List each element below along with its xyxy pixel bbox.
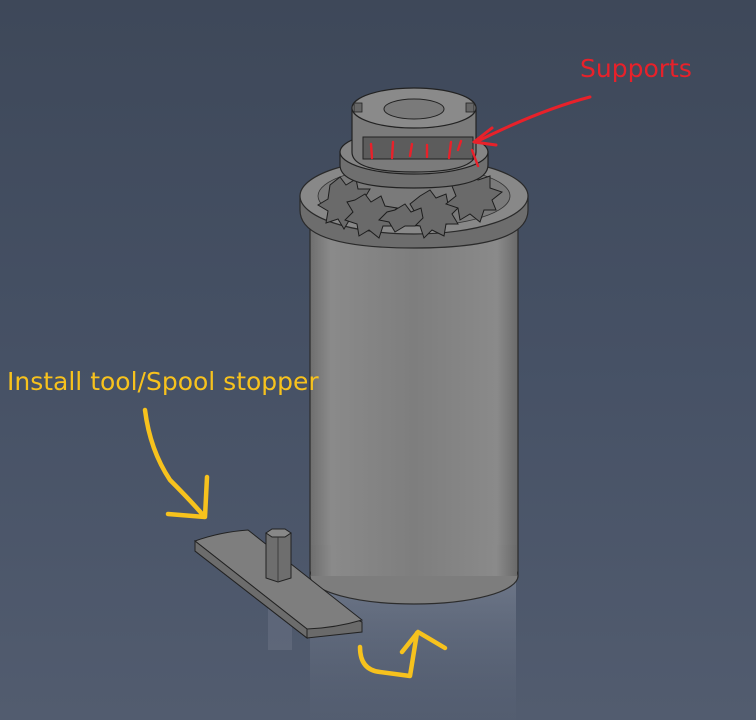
- install-tool-part: [193, 528, 364, 640]
- install-tool-annotation: Install tool/Spool stopper: [7, 367, 319, 396]
- upper-hub: [351, 87, 477, 173]
- gear-pattern: [317, 171, 504, 239]
- install-tool-arrow: [142, 407, 210, 520]
- rotation-arrow: [357, 629, 448, 679]
- support-marks: [369, 139, 480, 168]
- supports-annotation: Supports: [580, 54, 692, 83]
- spool-holder-body: [309, 214, 519, 605]
- supports-arrow: [472, 95, 592, 147]
